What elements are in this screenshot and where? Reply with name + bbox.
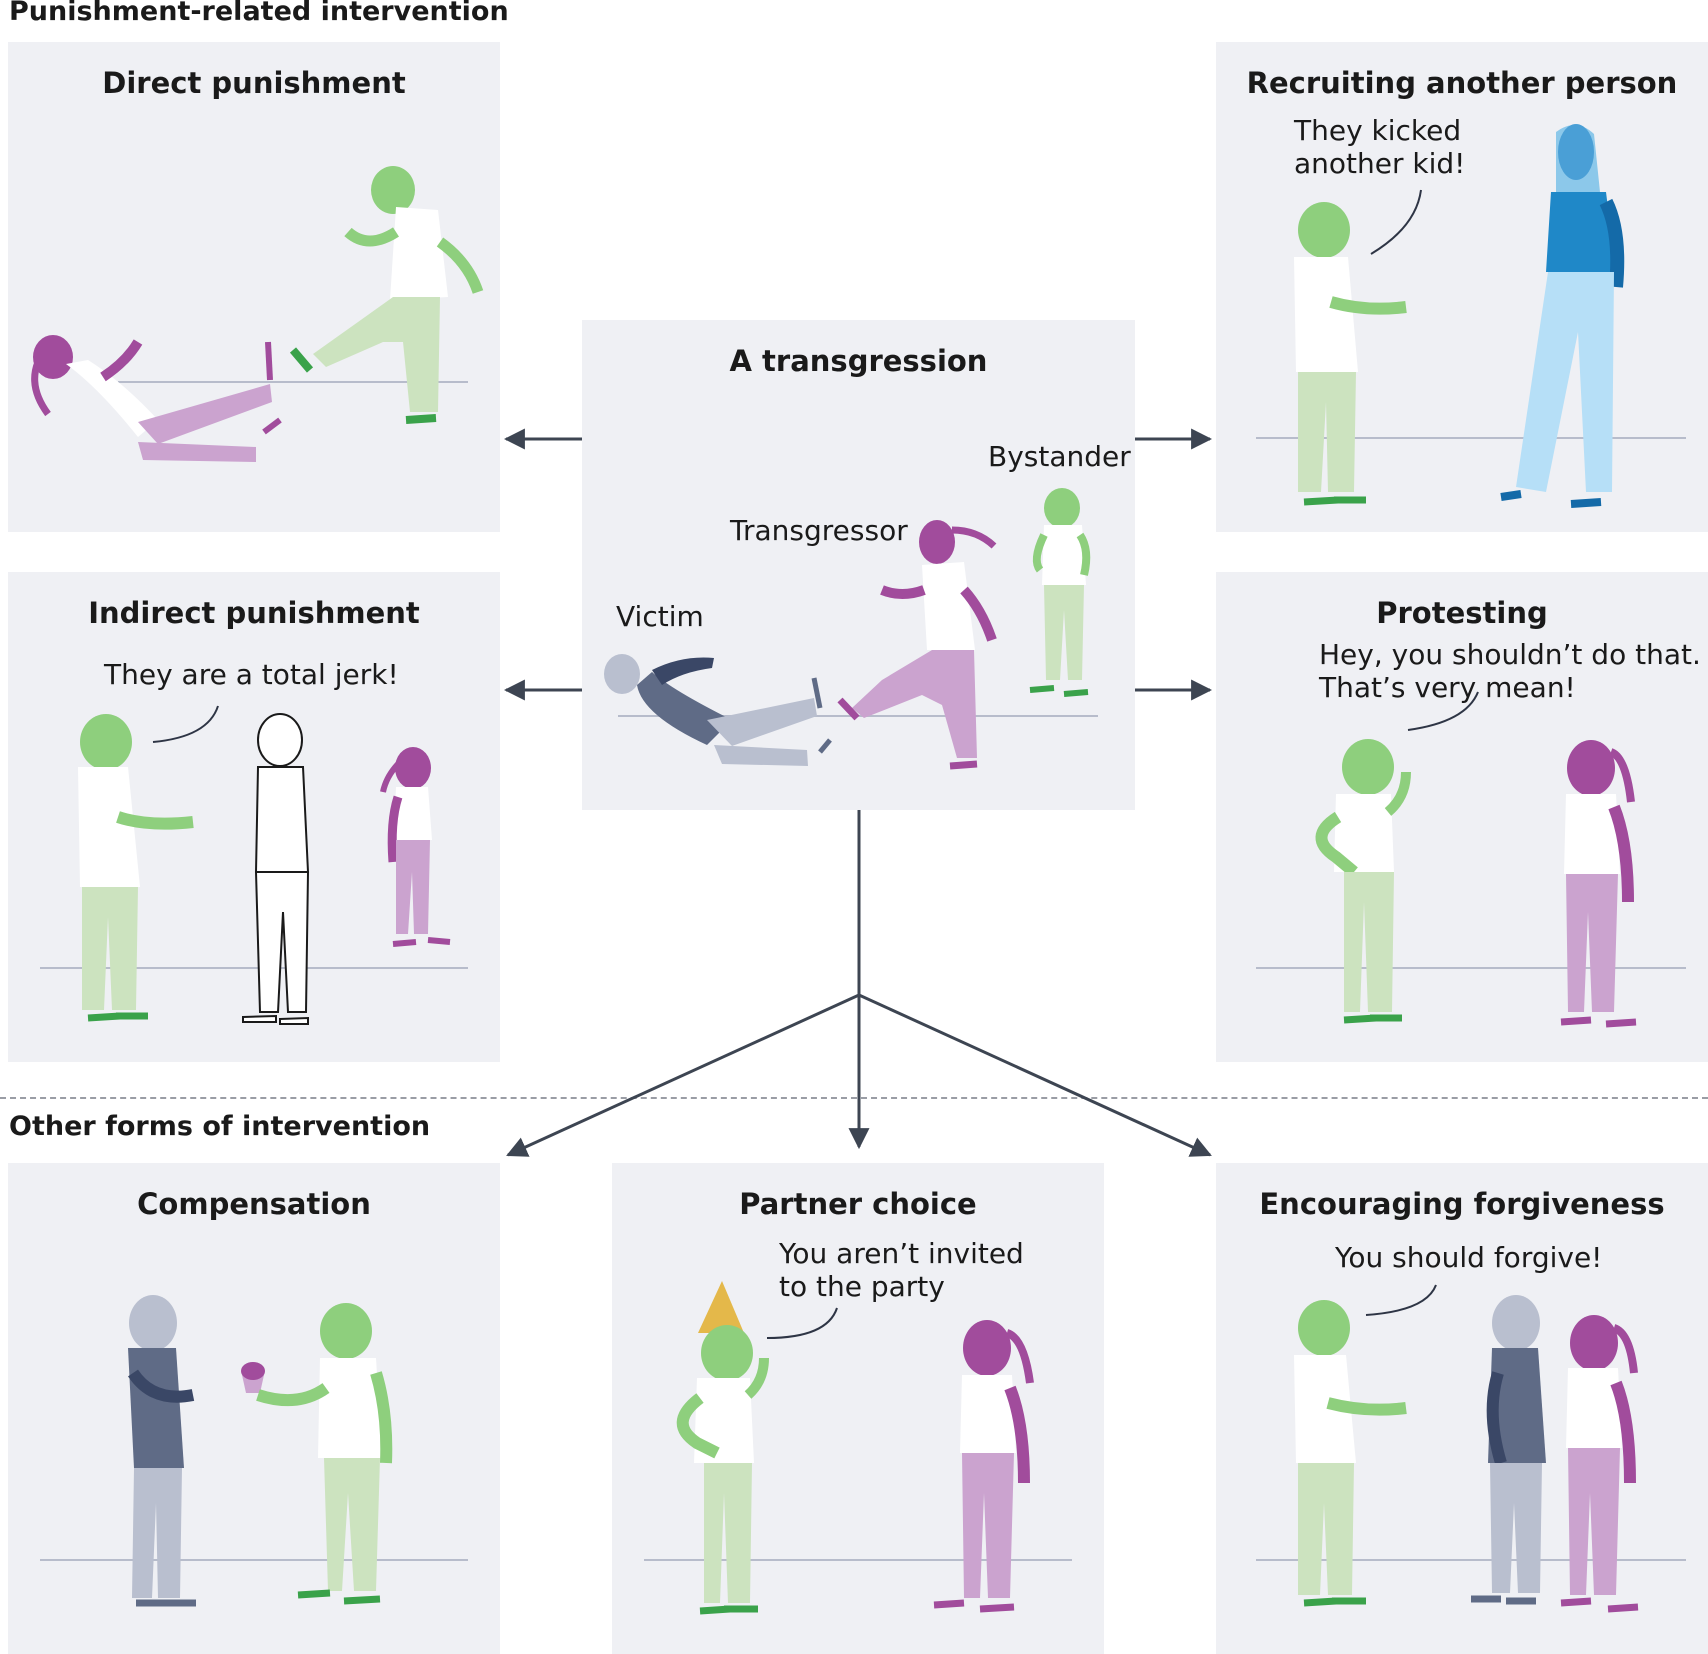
bystander-figure	[289, 166, 484, 424]
panel-title: Partner choice	[739, 1187, 977, 1221]
panel-compensation: Compensation	[8, 1163, 500, 1654]
panel-direct-punishment: Direct punishment	[8, 42, 500, 532]
panel-title: Indirect punishment	[88, 596, 420, 630]
indirect-punishment-scene	[40, 705, 468, 1025]
transgressor-figure	[380, 747, 451, 947]
arrow-to-forgiveness	[858, 993, 1212, 1157]
transgression-scene	[604, 488, 1098, 770]
partner-choice-scene	[644, 1281, 1072, 1615]
transgressor-figure	[933, 1320, 1034, 1613]
speech-bubble-text: You should forgive!	[1335, 1241, 1603, 1274]
role-label-bystander: Bystander	[988, 440, 1131, 473]
panel-protesting: Protesting Hey, you shouldn’t do that. T…	[1216, 572, 1708, 1062]
recruiting-scene	[1256, 124, 1686, 508]
speech-bubble-text: They are a total jerk!	[104, 658, 399, 691]
bystander-figure	[256, 1303, 393, 1605]
transgressor-figure	[31, 335, 282, 462]
role-label-transgressor: Transgressor	[730, 514, 908, 547]
panel-title: Encouraging forgiveness	[1259, 1187, 1665, 1221]
panel-title: A transgression	[729, 344, 988, 378]
panel-title: Recruiting another person	[1246, 66, 1678, 100]
bystander-figure	[676, 1325, 769, 1615]
encouraging-forgiveness-scene	[1256, 1284, 1686, 1613]
party-hat-icon	[698, 1281, 744, 1333]
bystander-figure	[78, 714, 194, 1022]
bystander-figure	[1029, 488, 1091, 697]
panel-title: Protesting	[1376, 596, 1548, 630]
direct-punishment-scene	[31, 166, 484, 462]
speech-bubble-text: They kicked another kid!	[1294, 114, 1466, 180]
transgressor-figure	[837, 520, 997, 770]
outline-person-figure	[242, 713, 310, 1025]
transgressor-figure	[1560, 740, 1637, 1028]
bystander-figure	[1294, 1300, 1407, 1607]
speech-bubble-text: You aren’t invited to the party	[779, 1237, 1024, 1303]
panel-transgression: A transgression Bystander Transgressor V…	[582, 320, 1135, 810]
bystander-figure	[1294, 202, 1407, 506]
speech-bubble-text: Hey, you shouldn’t do that. That’s very …	[1319, 638, 1701, 704]
bystander-figure	[1315, 739, 1411, 1024]
panel-title: Direct punishment	[102, 66, 406, 100]
panel-recruiting: Recruiting another person They kicked an…	[1216, 42, 1708, 532]
section-label-other: Other forms of intervention	[9, 1111, 431, 1142]
victim-figure	[128, 1295, 196, 1607]
transgressor-figure	[1560, 1315, 1639, 1613]
role-label-victim: Victim	[616, 600, 704, 633]
protesting-scene	[1256, 691, 1686, 1028]
panel-encouraging-forgiveness: Encouraging forgiveness You should forgi…	[1216, 1163, 1708, 1654]
cupcake-icon	[241, 1362, 265, 1393]
panel-title: Compensation	[137, 1187, 371, 1221]
compensation-scene	[40, 1295, 468, 1607]
section-divider	[0, 1097, 1708, 1099]
victim-figure	[604, 654, 832, 766]
panel-indirect-punishment: Indirect punishment They are a total jer…	[8, 572, 500, 1062]
section-label-punishment: Punishment-related intervention	[9, 0, 509, 27]
adult-figure	[1500, 124, 1625, 508]
arrow-to-compensation	[506, 993, 860, 1157]
panel-partner-choice: Partner choice You aren’t invited to the…	[612, 1163, 1104, 1654]
victim-figure	[1471, 1295, 1546, 1605]
